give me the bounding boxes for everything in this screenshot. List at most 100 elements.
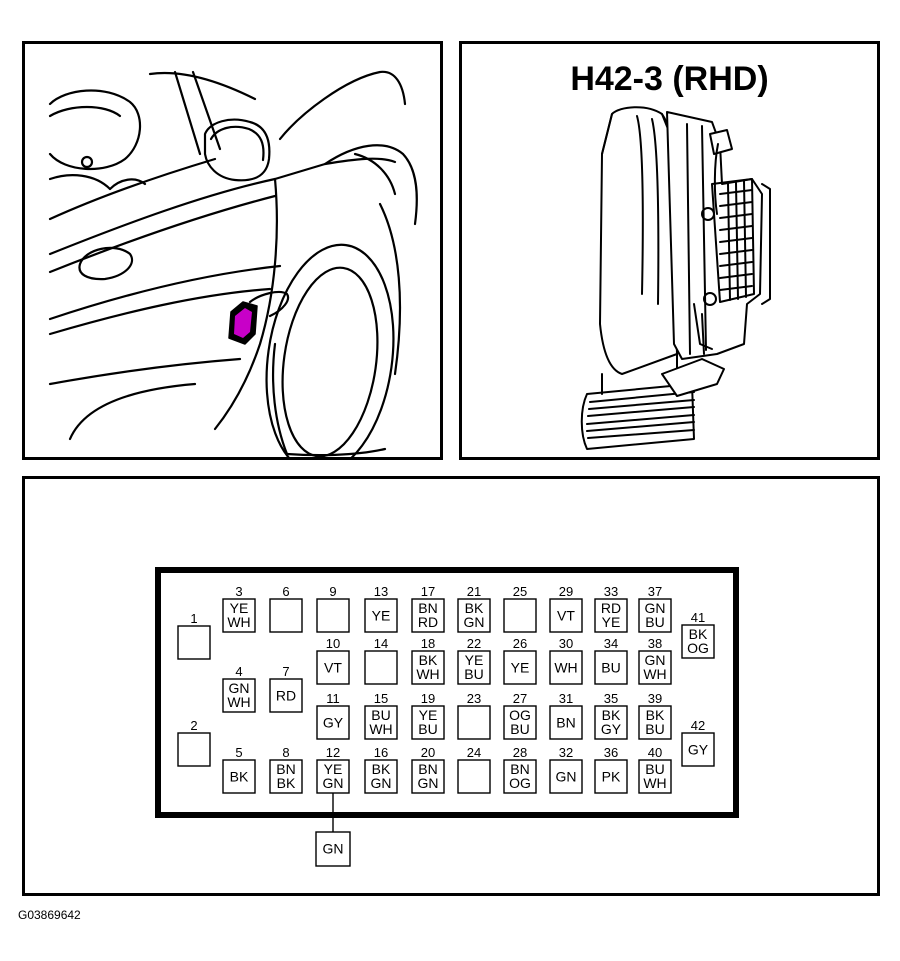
- wire-color-code: YE: [230, 600, 249, 616]
- pin-number: 28: [513, 745, 527, 760]
- pin-cavity: [316, 650, 350, 685]
- wire-color-code: GN: [464, 614, 485, 630]
- pin-number: 36: [604, 745, 618, 760]
- pin-number: 13: [374, 584, 388, 599]
- pin-25: 25: [503, 584, 537, 633]
- wire-color-code: BK: [602, 707, 621, 723]
- pin-cavity: [638, 759, 672, 794]
- connector-title: H42-3 (RHD): [570, 60, 769, 98]
- pin-number: 19: [421, 691, 435, 706]
- splice-box: [315, 831, 351, 867]
- wire-color-code: BK: [646, 707, 665, 723]
- pin-number: 5: [235, 745, 242, 760]
- wire-color-code: BU: [601, 660, 620, 676]
- pin-number: 38: [648, 636, 662, 651]
- pin-cavity: [457, 598, 491, 633]
- pin-number: 9: [329, 584, 336, 599]
- pin-cavity: [411, 759, 445, 794]
- pin-cavity: [594, 650, 628, 685]
- pin-number: 21: [467, 584, 481, 599]
- pin-number: 18: [421, 636, 435, 651]
- wire-color-code: BK: [419, 652, 438, 668]
- pin-cavity: [594, 759, 628, 794]
- pin-cavity: [549, 759, 583, 794]
- pin-cavity: [411, 705, 445, 740]
- wire-color-code: BN: [276, 761, 295, 777]
- pin-cavity: [503, 705, 537, 740]
- pin-number: 15: [374, 691, 388, 706]
- wire-color-code: WH: [643, 775, 666, 791]
- pin-cavity: [457, 650, 491, 685]
- pin-number: 11: [326, 691, 340, 706]
- pin-number: 30: [559, 636, 573, 651]
- wire-color-code: GN: [371, 775, 392, 791]
- wire-color-code: BU: [371, 707, 390, 723]
- pin-cavity: [411, 598, 445, 633]
- wire-color-code: BN: [510, 761, 529, 777]
- pin-number: 20: [421, 745, 435, 760]
- wire-color-code: RD: [601, 600, 621, 616]
- pin-cavity: [364, 598, 398, 633]
- pin-number: 42: [691, 718, 705, 733]
- pin-cavity: [269, 678, 303, 713]
- wire-color-code: VT: [557, 608, 575, 624]
- pin-number: 23: [467, 691, 481, 706]
- pin-1: 1: [177, 611, 211, 660]
- pin-cavity: [222, 598, 256, 633]
- wire-color-code: BU: [645, 761, 664, 777]
- pin-cavity: [316, 598, 350, 633]
- pin-cavity: [222, 759, 256, 794]
- pin-2: 2: [177, 718, 211, 767]
- pin-number: 34: [604, 636, 618, 651]
- pin-number: 37: [648, 584, 662, 599]
- wire-color-code: VT: [324, 660, 342, 676]
- wire-color-code: BK: [689, 626, 708, 642]
- pin-cavity: [594, 705, 628, 740]
- pin-9: 9: [316, 584, 350, 633]
- pin-number: 41: [691, 610, 705, 625]
- wire-color-code: YE: [465, 652, 484, 668]
- pin-cavity: [177, 732, 211, 767]
- wire-color-code: GN: [229, 680, 250, 696]
- pin-number: 14: [374, 636, 388, 651]
- pin-6: 6: [269, 584, 303, 633]
- pin-number: 16: [374, 745, 388, 760]
- wire-color-code: GY: [601, 721, 622, 737]
- pin-cavity: [681, 732, 715, 767]
- pin-cavity: [364, 650, 398, 685]
- pin-cavity: [594, 598, 628, 633]
- pin-number: 12: [326, 745, 340, 760]
- wire-color-code: GY: [323, 715, 344, 731]
- pin-number: 22: [467, 636, 481, 651]
- pin-number: 40: [648, 745, 662, 760]
- wire-color-code: BU: [464, 666, 483, 682]
- wire-color-code: BU: [418, 721, 437, 737]
- wire-color-code: RD: [418, 614, 438, 630]
- wire-color-code: YE: [602, 614, 621, 630]
- wire-color-code: OG: [509, 775, 531, 791]
- wire-color-code: WH: [554, 660, 577, 676]
- wire-color-code: YE: [324, 761, 343, 777]
- connector-location-marker: [234, 308, 252, 338]
- pin-cavity: [638, 598, 672, 633]
- wire-color-code: GN: [418, 775, 439, 791]
- pin-23: 23: [457, 691, 491, 740]
- wire-color-code: GN: [556, 769, 577, 785]
- pin-cavity: [503, 759, 537, 794]
- pin-cavity: [503, 598, 537, 633]
- pin-cavity: [364, 759, 398, 794]
- vehicle-side-illustration: [48, 70, 418, 457]
